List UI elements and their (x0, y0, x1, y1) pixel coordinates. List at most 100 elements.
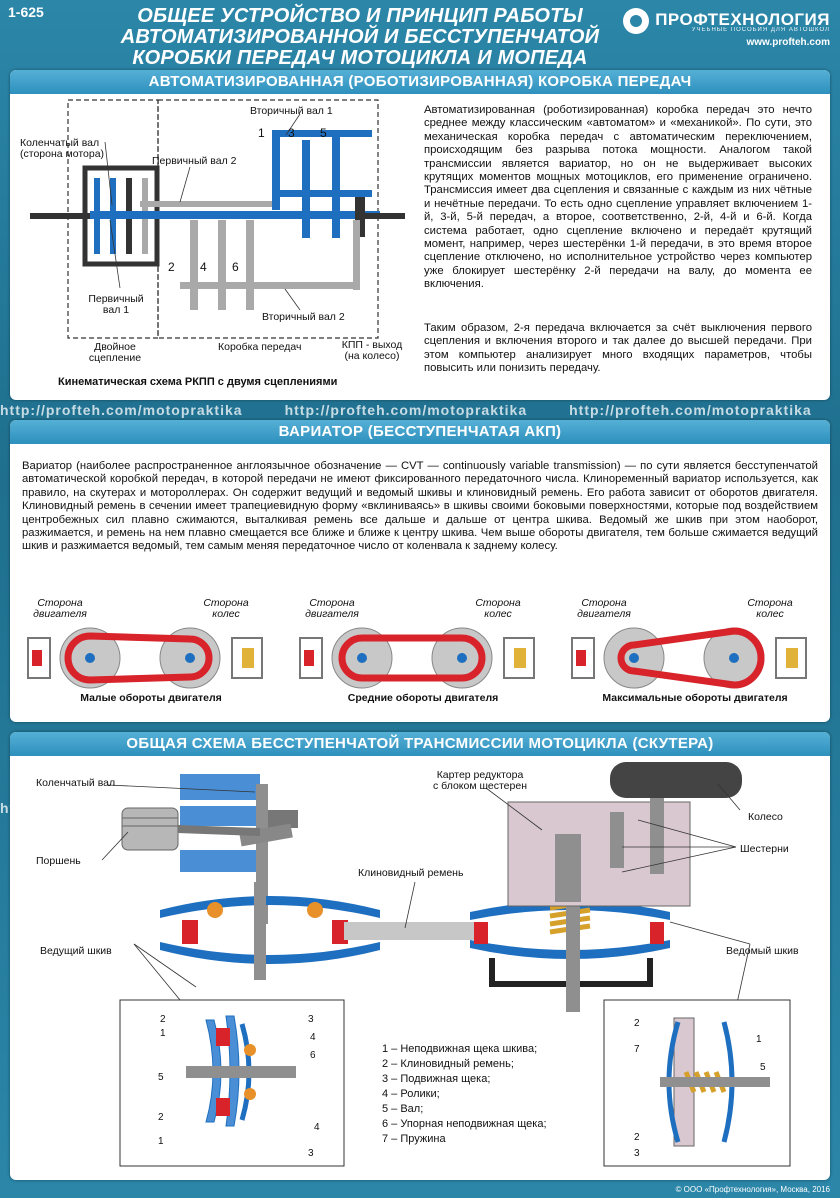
label-drive-pulley: Ведущий шкив (40, 945, 112, 957)
gear-2-label: 2 (168, 260, 175, 274)
left-inset-part-number: 1 (160, 1028, 166, 1039)
variator-drawing (571, 627, 807, 689)
wheel-side-spring (786, 648, 798, 668)
variator-drawing (27, 627, 263, 689)
poster-title: Общее устройство и принцип работы автома… (100, 6, 620, 69)
variator-drawing (299, 627, 535, 689)
engine-side-section (27, 637, 51, 679)
section3-title: Общая схема бесступенчатой трансмиссии м… (10, 732, 830, 756)
brand-logo-icon (623, 8, 650, 34)
brand-block: ПРОФТЕХНОЛОГИЯ УЧЕБНЫЕ ПОСОБИЯ ДЛЯ АВТОШ… (623, 8, 830, 48)
driven-hub (457, 653, 467, 663)
label-piston: Поршень (36, 855, 81, 867)
engine-side-label-2: двигателя (577, 608, 631, 620)
title-line-2: автоматизированной и бесступенчатой (120, 26, 600, 48)
section1-paragraph-2: Таким образом, 2-я передача включается з… (424, 322, 812, 375)
legend-item: 6 – Упорная неподвижная щека; (382, 1118, 547, 1130)
dct-kinematic-diagram (30, 99, 405, 339)
right-inset-part-number: 1 (756, 1034, 762, 1045)
v-belt (617, 627, 765, 689)
wheel-side-label: Сторона (203, 597, 249, 609)
left-inset-part-number: 2 (160, 1014, 166, 1025)
wheel-side-label: Сторона (747, 597, 793, 609)
cvt-transmission-scheme (101, 762, 791, 1167)
gear-4-label: 4 (200, 260, 207, 274)
wheel-side-label-2: колес (756, 608, 784, 620)
engine-side-section (571, 637, 595, 679)
engine-side-section (299, 637, 323, 679)
label-gearbox: Коробка передач (218, 341, 302, 353)
legend-item: 4 – Ролики; (382, 1088, 440, 1100)
section1-title: Автоматизированная (роботизированная) ко… (10, 70, 830, 94)
left-inset-part-number: 4 (310, 1032, 316, 1043)
right-inset-part-number: 7 (634, 1044, 640, 1055)
left-inset-part-number: 4 (314, 1122, 320, 1133)
left-inset-part-number: 3 (308, 1014, 314, 1025)
drive-hub (357, 653, 367, 663)
engine-side-label: Сторона (581, 597, 627, 609)
poster-code: 1-625 (8, 4, 44, 20)
label-wheel: Колесо (748, 811, 783, 823)
legend-item: 1 – Неподвижная щека шкива; (382, 1043, 538, 1055)
gear-1-label: 1 (258, 126, 265, 140)
legend-item: 5 – Вал; (382, 1103, 424, 1115)
label-secondary-shaft-1: Вторичный вал 1 (250, 105, 333, 117)
wheel-side-spring (514, 648, 526, 668)
left-inset-part-number: 5 (158, 1072, 164, 1083)
legend-item: 3 – Подвижная щека; (382, 1073, 491, 1085)
variator-mode-caption: Средние обороты двигателя (347, 692, 499, 704)
engine-side-label-2: двигателя (305, 608, 359, 620)
legend-item: 7 – Пружина (382, 1133, 446, 1145)
right-inset-part-number: 2 (634, 1018, 640, 1029)
left-inset-part-number: 1 (158, 1136, 164, 1147)
label-vbelt: Клиновидный ремень (358, 867, 464, 879)
left-inset-part-number: 2 (158, 1112, 164, 1123)
variator-mode-caption: Максимальные обороты двигателя (602, 692, 788, 704)
label-gearbox-output: КПП - выход(на колесо) (341, 339, 403, 362)
label-engine-side: (сторона мотора) (20, 148, 105, 160)
legend-item: 2 – Клиновидный ремень; (382, 1058, 514, 1070)
section-cvt: Вариатор (бесступенчатая АКП) Вариатор (… (10, 420, 830, 722)
engine-side-label: Сторона (37, 597, 83, 609)
gear-6-label: 6 (232, 260, 239, 274)
legend-list: 1 – Неподвижная щека шкива; 2 – Клиновидн… (382, 1042, 592, 1147)
right-inset-part-number: 5 (760, 1062, 766, 1073)
right-inset-part-number: 2 (634, 1132, 640, 1143)
label-driven-pulley: Ведомый шкив (726, 945, 799, 957)
label-crankshaft: Коленчатый вал (20, 137, 100, 149)
title-line-1: Общее устройство и принцип работы (137, 5, 583, 27)
label-crankshaft-s3: Коленчатый вал (36, 777, 116, 789)
engine-side-belt (576, 650, 586, 666)
driven-hub (185, 653, 195, 663)
title-line-3: коробки передач мотоцикла и мопеда (132, 47, 588, 69)
footer-copyright: © ООО «Профтехнология», Москва, 2016 (675, 1185, 830, 1194)
left-inset-part-number: 3 (308, 1148, 314, 1159)
right-inset-part-number: 3 (634, 1148, 640, 1159)
wheel-side-section (231, 637, 263, 679)
brand-name: ПРОФТЕХНОЛОГИЯ (655, 9, 830, 29)
driven-hub (729, 653, 739, 663)
v-belt (338, 634, 486, 682)
wheel-side-label-2: колес (484, 608, 512, 620)
gear-3-label: 3 (288, 126, 295, 140)
section-cvt-scheme: Общая схема бесступенчатой трансмиссии м… (10, 732, 830, 1180)
section1-paragraph-1: Автоматизированная (роботизированная) ко… (424, 104, 812, 291)
diagram-caption: Кинематическая схема РКПП с двумя сцепле… (58, 376, 338, 388)
brand-url: www.profteh.com (746, 37, 830, 48)
wheel-side-label-2: колес (212, 608, 240, 620)
left-inset-part-number: 6 (310, 1050, 316, 1061)
section2-paragraph: Вариатор (наиболее распространенное англ… (22, 460, 818, 553)
label-gears: Шестерни (740, 843, 789, 855)
section2-title: Вариатор (бесступенчатая АКП) (10, 420, 830, 444)
engine-side-belt (304, 650, 314, 666)
wheel-side-section (775, 637, 807, 679)
label-secondary-shaft-2: Вторичный вал 2 (262, 311, 345, 323)
variator-mode-caption: Малые обороты двигателя (80, 692, 222, 704)
label-primary-shaft-2: Первичный вал 2 (152, 155, 237, 167)
